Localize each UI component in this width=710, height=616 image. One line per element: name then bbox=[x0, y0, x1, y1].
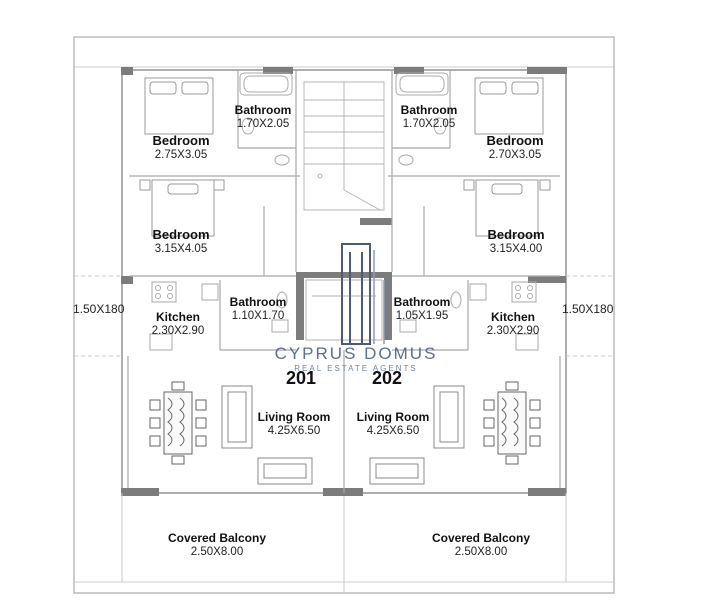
bathroom-label: Bathroom 1.70X2.05 bbox=[400, 103, 458, 131]
balcony-label: Covered Balcony 2.50X8.00 bbox=[167, 531, 267, 559]
room-dims: 4.25X6.50 bbox=[366, 424, 420, 437]
bedroom-label: Bedroom 3.15X4.00 bbox=[487, 227, 545, 256]
bathroom-label: Bathroom 1.05X1.95 bbox=[393, 295, 451, 323]
room-dims: 2.50X8.00 bbox=[454, 545, 508, 558]
right-side-dims: 1.50X180 bbox=[562, 302, 614, 316]
room-dims: 2.70X3.05 bbox=[488, 148, 542, 161]
room-name: Covered Balcony bbox=[167, 531, 267, 545]
room-dims: 1.70X2.05 bbox=[402, 117, 456, 130]
room-name: Bathroom bbox=[400, 103, 458, 117]
room-dims: 2.30X2.90 bbox=[486, 324, 540, 337]
room-dims: 2.50X8.00 bbox=[190, 545, 244, 558]
watermark-title: CYPRUS DOMUS bbox=[274, 344, 438, 363]
room-name: Kitchen bbox=[155, 310, 200, 324]
room-name: Kitchen bbox=[490, 310, 535, 324]
left-side-dims: 1.50X180 bbox=[73, 302, 125, 316]
bedroom-label: Bedroom 2.70X3.05 bbox=[486, 133, 544, 162]
room-dims: 1.70X2.05 bbox=[236, 117, 290, 130]
bathroom-label: Bathroom 1.10X1.70 bbox=[229, 295, 287, 323]
room-name: Bedroom bbox=[486, 133, 544, 148]
room-name: Bathroom bbox=[393, 295, 451, 309]
room-name: Bedroom bbox=[152, 133, 210, 148]
room-name: Living Room bbox=[356, 410, 430, 424]
unit-number-left: 201 bbox=[285, 368, 317, 388]
bedroom-label: Bedroom 3.15X4.05 bbox=[152, 227, 210, 256]
unit-number-right: 202 bbox=[371, 368, 403, 388]
room-name: Living Room bbox=[257, 410, 331, 424]
kitchen-label: Kitchen 2.30X2.90 bbox=[486, 310, 540, 338]
room-dims: 4.25X6.50 bbox=[267, 424, 321, 437]
living-room-label: Living Room 4.25X6.50 bbox=[356, 410, 430, 438]
room-dims: 2.30X2.90 bbox=[151, 324, 205, 337]
living-room-label: Living Room 4.25X6.50 bbox=[257, 410, 331, 438]
watermark-subtitle: REAL ESTATE AGENTS bbox=[294, 364, 418, 373]
room-dims: 2.75X3.05 bbox=[154, 148, 208, 161]
room-dims: 3.15X4.05 bbox=[154, 242, 208, 255]
room-name: Bathroom bbox=[234, 103, 292, 117]
room-name: Bedroom bbox=[487, 227, 545, 242]
kitchen-label: Kitchen 2.30X2.90 bbox=[151, 310, 205, 338]
room-dims: 3.15X4.00 bbox=[489, 242, 543, 255]
bedroom-label: Bedroom 2.75X3.05 bbox=[152, 133, 210, 162]
room-name: Bathroom bbox=[229, 295, 287, 309]
room-dims: 1.05X1.95 bbox=[395, 309, 449, 322]
bathroom-label: Bathroom 1.70X2.05 bbox=[234, 103, 292, 131]
room-dims: 1.10X1.70 bbox=[231, 309, 285, 322]
room-name: Bedroom bbox=[152, 227, 210, 242]
room-name: Covered Balcony bbox=[431, 531, 531, 545]
balcony-label: Covered Balcony 2.50X8.00 bbox=[431, 531, 531, 559]
